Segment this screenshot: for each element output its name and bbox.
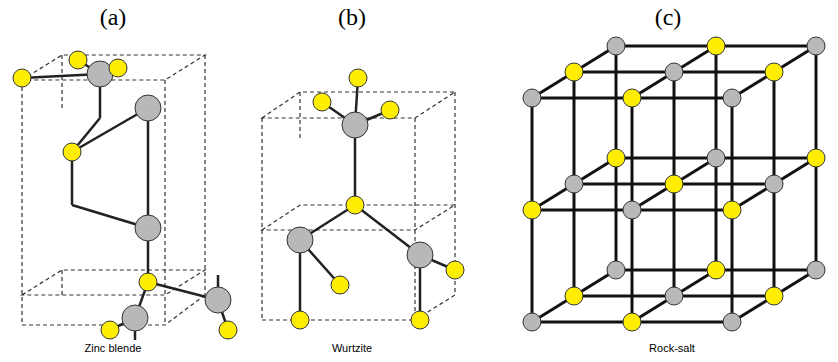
structure-caption: Rock-salt <box>649 342 695 354</box>
rock-salt-lattice <box>523 37 825 331</box>
bond <box>674 295 774 298</box>
structure-caption: Zinc blende <box>85 342 142 354</box>
bond <box>715 158 718 270</box>
atom <box>565 287 583 305</box>
bond <box>674 183 774 186</box>
atoms <box>287 69 464 329</box>
bond <box>532 209 632 212</box>
atom <box>765 175 783 193</box>
atom <box>523 313 541 331</box>
atom <box>707 37 725 55</box>
atom <box>607 37 625 55</box>
atom <box>707 149 725 167</box>
atom <box>565 63 583 81</box>
atom <box>723 313 741 331</box>
bond <box>731 210 734 322</box>
bond <box>532 97 632 100</box>
panel-label: (a) <box>100 4 127 31</box>
atom <box>523 89 541 107</box>
bond <box>674 71 774 74</box>
atom <box>765 63 783 81</box>
atom <box>623 313 641 331</box>
bond <box>715 46 718 158</box>
bond <box>615 46 618 158</box>
atom <box>607 261 625 279</box>
bond <box>631 210 634 322</box>
bond <box>574 183 674 186</box>
bonds <box>22 60 228 340</box>
bond <box>574 295 674 298</box>
atom <box>665 175 683 193</box>
bond <box>673 184 676 296</box>
atom <box>807 261 825 279</box>
bond <box>573 72 576 184</box>
atom <box>723 201 741 219</box>
bond <box>632 97 732 100</box>
bond <box>632 209 732 212</box>
panel-label: (c) <box>655 4 682 31</box>
atom <box>807 37 825 55</box>
unit-cell-outline <box>22 55 205 325</box>
atom <box>807 149 825 167</box>
atoms <box>13 51 237 339</box>
bond <box>531 98 534 210</box>
atom <box>765 287 783 305</box>
structure-caption: Wurtzite <box>332 342 372 354</box>
bond <box>616 45 716 48</box>
atom <box>623 201 641 219</box>
bond <box>731 98 734 210</box>
atom <box>523 201 541 219</box>
bond <box>532 321 632 324</box>
atom <box>565 175 583 193</box>
atom <box>707 261 725 279</box>
atom <box>665 287 683 305</box>
panel-label: (b) <box>338 4 366 31</box>
bond <box>573 184 576 296</box>
atom <box>607 149 625 167</box>
bond <box>773 184 776 296</box>
bond <box>773 72 776 184</box>
bond <box>815 158 818 270</box>
unit-cell-outline <box>262 92 455 320</box>
bond <box>716 45 816 48</box>
bond <box>531 210 534 322</box>
bond <box>632 321 732 324</box>
bond <box>815 46 818 158</box>
bonds <box>300 78 455 320</box>
bond <box>673 72 676 184</box>
bond <box>615 158 618 270</box>
bond <box>631 98 634 210</box>
atom <box>665 63 683 81</box>
bond <box>574 71 674 74</box>
atom <box>723 89 741 107</box>
atom <box>623 89 641 107</box>
